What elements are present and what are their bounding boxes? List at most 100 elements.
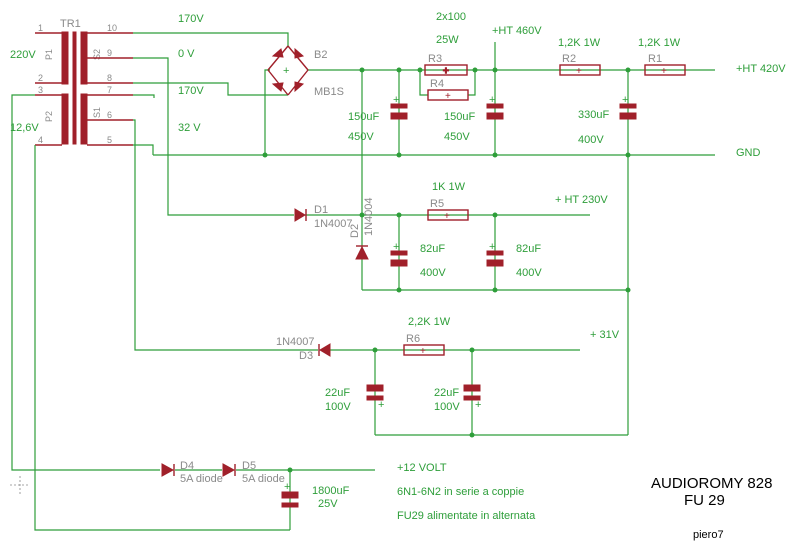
c3-voltage: 400V [578, 134, 604, 146]
svg-text:+: + [576, 66, 582, 77]
capacitor-c2: + 150uF 450V [444, 94, 504, 143]
c5-value: 82uF [516, 243, 541, 255]
r1-value: 1,2K 1W [638, 37, 681, 49]
r1-name: R1 [648, 53, 662, 65]
r2-name: R2 [562, 53, 576, 65]
svg-text:+: + [622, 94, 628, 106]
svg-text:+: + [443, 66, 449, 77]
d3-part: 1N4007 [276, 336, 315, 348]
resistor-r4: + R4 [427, 78, 469, 102]
primary-p1-coil [61, 31, 69, 85]
diode-d3: 1N4007 D3 [276, 336, 331, 362]
resistor-r1: + R1 1,2K 1W [638, 37, 686, 77]
c1-voltage: 450V [348, 131, 374, 143]
title-line1: AUDIOROMY 828 [651, 475, 772, 492]
svg-text:+: + [444, 211, 450, 222]
label-12-6v: 12,6V [10, 122, 39, 134]
pin-4: 4 [38, 135, 43, 145]
winding-p2-label: P2 [44, 111, 54, 122]
diode-d2: D2 1N4004 [349, 197, 375, 260]
primary-p2-coil [61, 93, 69, 145]
rail-gnd: GND [736, 147, 761, 159]
secondary-s1-coil [80, 93, 88, 145]
pin-9: 9 [107, 48, 112, 58]
label-32v: 32 V [178, 122, 201, 134]
diode-d1: D1 1N4007 [294, 204, 353, 230]
c2-voltage: 450V [444, 131, 470, 143]
pin-2: 2 [38, 73, 43, 83]
r34-value: 2x100 [436, 11, 466, 23]
transformer-core [72, 31, 77, 145]
wiring [11, 32, 715, 531]
d4-name: D4 [180, 460, 194, 472]
label-0v: 0 V [178, 48, 195, 60]
r6-name: R6 [406, 333, 420, 345]
svg-text:+: + [475, 399, 481, 411]
d5-name: D5 [242, 460, 256, 472]
rail-12v: +12 VOLT [397, 462, 447, 474]
pin-5: 5 [107, 135, 112, 145]
c7-voltage: 100V [434, 401, 460, 413]
pin-10: 10 [107, 23, 117, 33]
capacitor-c7: + 22uF 100V [434, 384, 481, 413]
note-6n1-6n2: 6N1-6N2 in serie a coppie [397, 486, 524, 498]
junctions [262, 67, 631, 473]
c4-value: 82uF [420, 243, 445, 255]
pin-8: 8 [107, 73, 112, 83]
winding-s1-label: S1 [92, 107, 102, 118]
svg-text:+: + [378, 399, 384, 411]
r5-name: R5 [430, 198, 444, 210]
rail-ht-420v: +HT 420V [736, 63, 786, 75]
secondary-s2-coil [80, 31, 88, 85]
capacitor-c6: + 22uF 100V [325, 384, 384, 413]
c8-value: 1800uF [312, 485, 350, 497]
c8-voltage: 25V [318, 498, 338, 510]
c3-value: 330uF [578, 109, 609, 121]
transformer-tr1: TR1 P1 P2 S2 S1 1 2 3 4 10 9 8 7 6 5 [35, 18, 133, 146]
bridge-part: MB1S [314, 86, 344, 98]
pin-1: 1 [38, 23, 43, 33]
rail-ht-230v: + HT 230V [555, 194, 608, 206]
label-170v-bottom: 170V [178, 85, 204, 97]
bridge-name: B2 [314, 49, 327, 61]
tr1-label: TR1 [60, 18, 81, 30]
svg-text:+: + [661, 66, 667, 77]
c4-voltage: 400V [420, 267, 446, 279]
svg-text:+: + [445, 91, 451, 102]
d1-name: D1 [314, 204, 328, 216]
note-fu29: FU29 alimentate in alternata [397, 510, 536, 522]
winding-s2-label: S2 [92, 49, 102, 60]
capacitor-c8: + 1800uF 25V [281, 481, 350, 510]
d3-name: D3 [299, 350, 313, 362]
capacitor-c3: + 330uF 400V [578, 94, 637, 146]
pin-7: 7 [107, 85, 112, 95]
svg-text:+: + [489, 241, 495, 253]
rail-ht-460v: +HT 460V [492, 25, 542, 37]
bridge-rectifier-b2: + B2 MB1S [267, 45, 344, 98]
d1-part: 1N4007 [314, 218, 353, 230]
capacitor-c4: + 82uF 400V [390, 241, 446, 279]
r3-name: R3 [428, 53, 442, 65]
r4-name: R4 [430, 78, 444, 90]
c5-voltage: 400V [516, 267, 542, 279]
capacitor-c5: + 82uF 400V [486, 241, 542, 279]
d2-name: D2 [349, 224, 361, 238]
d5-part: 5A diode [242, 473, 285, 485]
resistor-r5: + R5 1K 1W [427, 181, 469, 222]
r6-value: 2,2K 1W [408, 316, 451, 328]
diode-d5: D5 5A diode [222, 460, 285, 485]
r2-value: 1,2K 1W [558, 37, 601, 49]
c2-value: 150uF [444, 111, 475, 123]
svg-text:+: + [283, 65, 289, 77]
resistor-r2: + R2 1,2K 1W [558, 37, 601, 77]
capacitor-c1: + 150uF 450V [348, 94, 408, 143]
label-170v-top: 170V [178, 13, 204, 25]
title-line2: FU 29 [684, 492, 725, 509]
d4-part: 5A diode [180, 473, 223, 485]
svg-text:+: + [393, 241, 399, 253]
r34-power: 25W [436, 34, 459, 46]
resistor-r6: + R6 2,2K 1W [403, 316, 451, 357]
svg-text:+: + [284, 481, 290, 493]
winding-p1-label: P1 [44, 49, 54, 60]
rail-31v: + 31V [590, 329, 620, 341]
